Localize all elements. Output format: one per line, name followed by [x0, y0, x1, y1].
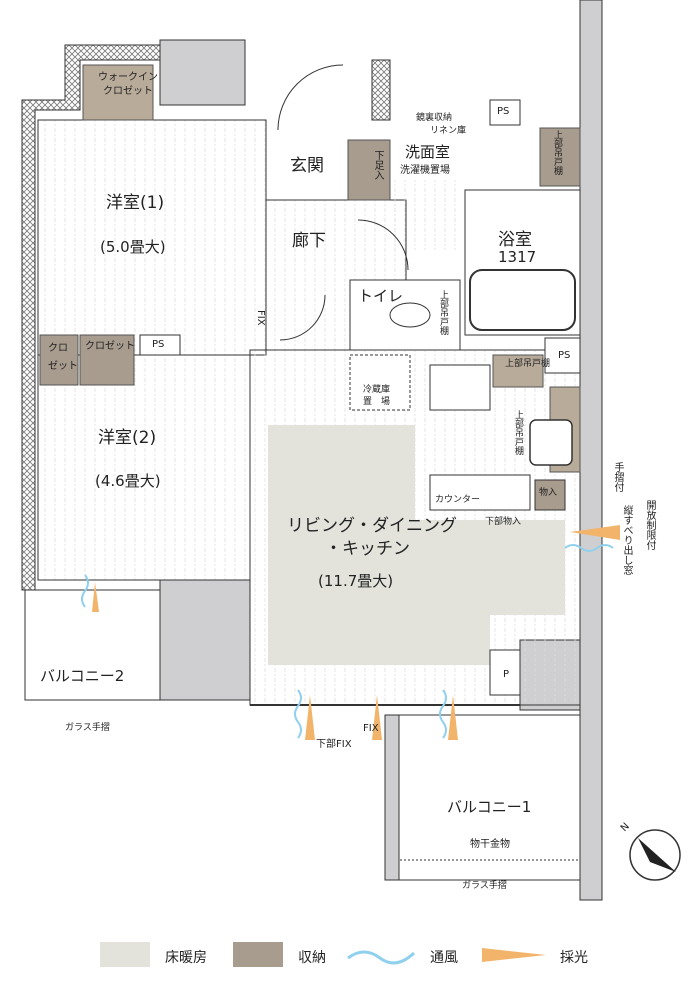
hallway-label: 廊下: [292, 231, 326, 251]
open-limit-label: 開放制限付: [644, 500, 655, 550]
upper-cabinet-label: 上部吊戸棚: [438, 290, 448, 335]
glass-rail-label: ガラス手摺: [462, 881, 507, 891]
balcony1-label: バルコニー1: [447, 798, 532, 816]
legend-swatch-daylight: [482, 948, 546, 962]
walkin-closet-label: ウォークイン: [98, 72, 158, 83]
ldk-label: リビング・ダイニング: [287, 516, 457, 536]
bath-size: 1317: [498, 248, 537, 266]
ps-box-2: [139, 334, 181, 356]
counter: [429, 474, 531, 511]
sink: [529, 419, 573, 466]
window-label: 縦すべり出し窓: [621, 505, 632, 575]
legend-daylight: 採光: [560, 950, 588, 966]
fridge-space: [349, 354, 411, 411]
wall-mid: [384, 714, 400, 881]
toilet-label: トイレ: [358, 287, 404, 305]
floor-heating-area: [268, 425, 565, 665]
room-western1: 洋室(1): [106, 193, 165, 213]
legend-swatch-storage: [233, 942, 283, 967]
column-top: [159, 39, 246, 106]
fix-label: FIX: [363, 723, 379, 734]
closet-label: ゼット: [48, 361, 78, 372]
lower-fix-label: 下部FIX: [316, 739, 352, 750]
p-box: [489, 649, 521, 696]
hatched-wall: [21, 44, 161, 591]
upper-cabinet-label: 上部吊戸棚: [552, 130, 562, 175]
lower-storage-label: 下部物入: [485, 517, 522, 527]
fridge-label: 置 場: [363, 397, 391, 407]
washroom-label: 洗面室: [405, 143, 451, 161]
ps-label: PS: [152, 339, 165, 350]
drying-label: 物干金物: [470, 839, 510, 850]
closet-label: クロゼット: [85, 341, 135, 352]
bath-label: 浴室: [498, 230, 532, 250]
bathtub: [469, 269, 576, 331]
mirror-storage-label: 鏡裏収納: [416, 113, 453, 123]
ldk-size: (11.7畳大): [318, 572, 394, 590]
legend-swatch-floor-heating: [100, 942, 150, 967]
hatched-wall-2: [371, 59, 391, 121]
upper-cabinet-kitchen: [492, 354, 544, 388]
room-western2: 洋室(2): [98, 428, 157, 448]
walkin-closet: [82, 64, 154, 121]
closet-a: [39, 334, 79, 386]
ldk-label: ・キッチン: [325, 539, 410, 559]
legend-storage: 収納: [298, 950, 326, 966]
balcony-1: [398, 714, 581, 881]
shoe-storage-label: 下足入: [372, 150, 383, 180]
compass-icon: [629, 829, 681, 881]
column-left-bottom: [159, 579, 251, 701]
wall-right: [579, 0, 603, 901]
ps-label: PS: [558, 350, 571, 361]
room-western2-size: (4.6畳大): [95, 472, 161, 490]
walkin-closet-label: クロゼット: [103, 86, 153, 97]
legend-floor-heating: 床暖房: [165, 950, 207, 966]
closet-b: [79, 334, 135, 386]
legend-swatch-ventilation: [347, 950, 416, 965]
storage-label: 物入: [539, 488, 558, 498]
closet-label: クロ: [48, 343, 68, 354]
toilet-bowl: [389, 302, 431, 328]
upper-cabinet-label: 上部吊戸棚: [513, 410, 523, 455]
ps-label: PS: [497, 106, 510, 117]
entrance-door: [277, 64, 344, 131]
shoe-storage: [347, 139, 391, 201]
room-western1-size: (5.0畳大): [100, 238, 166, 256]
upper-cabinet-label: 上部吊戸棚: [505, 359, 551, 369]
handrail-label: 手摺付: [612, 462, 623, 492]
fix-label: FIX: [255, 310, 266, 326]
washer-label: 洗濯機置場: [400, 165, 450, 176]
entrance-label: 玄関: [290, 156, 324, 176]
legend-ventilation: 通風: [430, 950, 458, 966]
counter-label: カウンター: [435, 495, 481, 505]
fridge-label: 冷蔵庫: [363, 385, 391, 395]
upper-cabinet-wash: [539, 127, 581, 187]
balcony2-label: バルコニー2: [40, 667, 125, 685]
storage-box: [534, 479, 566, 511]
linen-label: リネン庫: [430, 126, 467, 136]
ps-box-1: [489, 99, 521, 126]
p-label: P: [503, 669, 510, 680]
glass-rail-label: ガラス手摺: [65, 723, 110, 733]
ps-box-3: [544, 337, 581, 374]
stove: [429, 364, 491, 411]
